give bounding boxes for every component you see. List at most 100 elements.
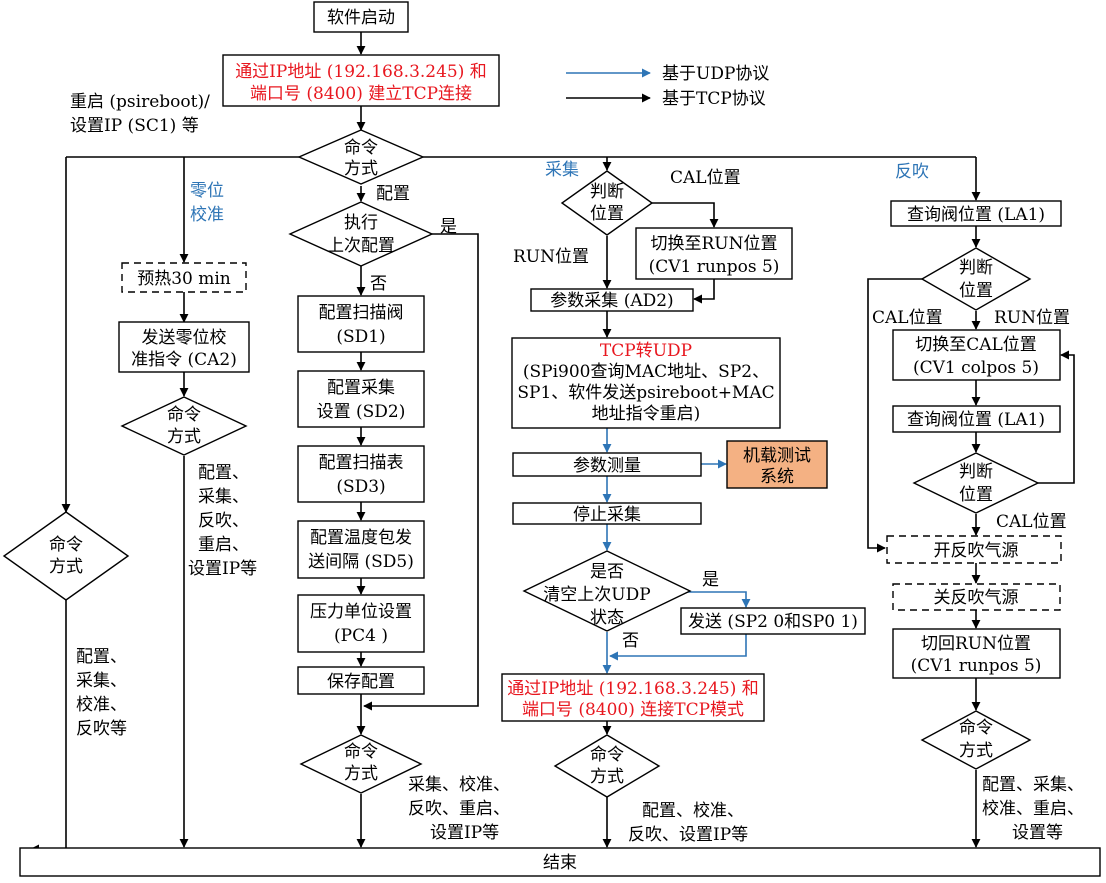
preheat-node xyxy=(121,262,247,293)
config-step-sd3-line-1: 配置扫描表 xyxy=(319,453,404,473)
reconnect-line-2: 端口号 (8400) 连接TCP模式 xyxy=(522,700,744,720)
restart-note-line-2: 设置IP (SC1) 等 xyxy=(70,116,199,136)
legend-tcp-label: 基于TCP协议 xyxy=(662,89,766,109)
config-command-mode-decision xyxy=(299,734,423,794)
exec-last-config-line-2: 上次配置 xyxy=(327,236,395,256)
acquire-judge-line-1: 判断 xyxy=(590,182,624,202)
branch-label-acquire: 采集 xyxy=(545,160,579,180)
reconnect-tcp-node xyxy=(501,673,765,722)
left-command-mode-line-1: 命令 xyxy=(49,535,83,555)
clear-yes-label: 是 xyxy=(702,570,719,590)
acquire-judge-position-decision xyxy=(560,170,654,236)
clear-udp-state-decision xyxy=(522,550,692,632)
config-step-sd3 xyxy=(297,445,425,503)
left-command-mode-line-2: 方式 xyxy=(49,557,83,577)
command-mode-line-2: 方式 xyxy=(344,159,378,179)
start-label: 软件启动 xyxy=(327,8,395,28)
zero-note-line-3: 反吹、 xyxy=(198,511,249,531)
config-step-sd5-line-1: 配置温度包发 xyxy=(310,528,412,548)
switch-back-run-line-1: 切回RUN位置 xyxy=(921,634,1031,654)
config-step-sd5-line-2: 送间隔 (SD5) xyxy=(308,552,414,572)
switch-cal-position-node xyxy=(892,329,1061,381)
restart-note-line-1: 重启 (psireboot)/ xyxy=(70,92,210,112)
switch-run-position-node xyxy=(635,227,793,280)
switch-back-run-line-2: (CV1 runpos 5) xyxy=(911,656,1042,676)
blowback-note-line-3: 设置等 xyxy=(1012,823,1063,843)
blowback-cal-position-label: CAL位置 xyxy=(872,308,943,328)
config-step-sd1-line-2: (SD1) xyxy=(336,327,385,347)
config-step-sd1-line-1: 配置扫描阀 xyxy=(319,303,404,323)
exec-no-label: 否 xyxy=(370,274,387,294)
param-measure-label: 参数测量 xyxy=(573,456,641,476)
blowback-judge-line-1: 判断 xyxy=(959,258,993,278)
query-valve-2-label: 查询阀位置 (LA1) xyxy=(907,410,1045,430)
airborne-line-1: 机载测试 xyxy=(743,446,811,466)
preheat-label: 预热30 min xyxy=(137,269,231,289)
query-valve-position-node-1 xyxy=(890,200,1062,227)
switch-back-run-node xyxy=(892,628,1061,679)
config-step-pc4-line-2: (PC4 ) xyxy=(334,626,388,646)
send-zero-line-2: 准指令 (CA2) xyxy=(131,350,237,370)
start-node xyxy=(313,1,409,33)
branch-label-blowback: 反吹 xyxy=(895,162,929,182)
config-step-pc4 xyxy=(297,594,425,653)
end-label: 结束 xyxy=(543,853,577,873)
config-note-line-2: 反吹、重启、 xyxy=(408,799,510,819)
blowback-judge2-line-2: 位置 xyxy=(959,485,993,505)
left-command-mode-decision xyxy=(2,511,130,601)
close-blowback-air-node xyxy=(892,583,1061,611)
command-mode-decision xyxy=(297,129,425,185)
stop-acquire-label: 停止采集 xyxy=(573,505,641,525)
switch-run-line-1: 切换至RUN位置 xyxy=(650,234,777,254)
clear-no-label: 否 xyxy=(622,631,639,651)
command-mode-line-1: 命令 xyxy=(344,138,378,158)
legend-udp-label: 基于UDP协议 xyxy=(662,64,769,84)
config-step-sd2 xyxy=(297,370,425,428)
config-step-sd2-line-2: 设置 (SD2) xyxy=(317,402,406,422)
clear-udp-line-3: 状态 xyxy=(590,608,624,628)
blowback-judge-position-decision xyxy=(920,247,1032,311)
send-zero-calibration-node xyxy=(118,321,250,373)
clear-udp-line-2: 清空上次UDP xyxy=(543,585,650,605)
acquire-command-mode-line-1: 命令 xyxy=(590,745,624,765)
zero-command-mode-decision xyxy=(120,396,248,456)
config-command-mode-line-2: 方式 xyxy=(344,764,378,784)
clear-udp-line-1: 是否 xyxy=(590,562,624,582)
reconnect-line-1: 通过IP地址 (192.168.3.245) 和 xyxy=(507,679,759,699)
blowback-command-mode-line-1: 命令 xyxy=(959,718,993,738)
blowback-judge2-line-1: 判断 xyxy=(959,462,993,482)
send-sp-label: 发送 (SP2 0和SP0 1) xyxy=(688,612,858,632)
left-note-line-1: 配置、 xyxy=(76,647,127,667)
open-blowback-air-node xyxy=(886,535,1062,564)
stop-acquire-node xyxy=(512,502,702,525)
config-command-mode-line-1: 命令 xyxy=(344,742,378,762)
config-note-line-1: 采集、校准、 xyxy=(408,775,510,795)
branch-label-zero-1: 零位 xyxy=(190,181,224,201)
tcp-to-udp-line-1: (SPi900查询MAC地址、SP2、 xyxy=(523,362,769,382)
branch-label-config: 配置 xyxy=(376,184,410,204)
param-measure-node xyxy=(512,452,702,477)
switch-cal-line-1: 切换至CAL位置 xyxy=(915,335,1037,355)
connect-tcp-line-2: 端口号 (8400) 建立TCP连接 xyxy=(250,84,472,104)
acquire-command-mode-line-2: 方式 xyxy=(590,767,624,787)
airborne-line-2: 系统 xyxy=(760,467,794,487)
acquire-cal-position-label: CAL位置 xyxy=(670,168,741,188)
acquire-command-mode-decision xyxy=(553,734,661,798)
left-note-line-2: 采集、 xyxy=(76,671,127,691)
acquire-note-line-2: 反吹、设置IP等 xyxy=(628,825,748,845)
config-step-sd5 xyxy=(297,520,425,579)
end-node xyxy=(19,847,1101,877)
connectors xyxy=(30,32,1075,854)
blowback-note-line-2: 校准、重启、 xyxy=(982,799,1084,819)
tcp-to-udp-title: TCP转UDP xyxy=(600,341,692,361)
send-zero-line-1: 发送零位校 xyxy=(142,328,227,348)
blowback-note-line-1: 配置、采集、 xyxy=(982,775,1084,795)
tcp-to-udp-node xyxy=(511,337,781,429)
branch-label-zero-2: 校准 xyxy=(190,205,224,225)
exec-yes-label: 是 xyxy=(440,217,457,237)
close-blowback-label: 关反吹气源 xyxy=(934,588,1019,608)
send-sp-commands-node xyxy=(680,607,866,635)
switch-cal-line-2: (CV1 colpos 5) xyxy=(913,358,1039,378)
